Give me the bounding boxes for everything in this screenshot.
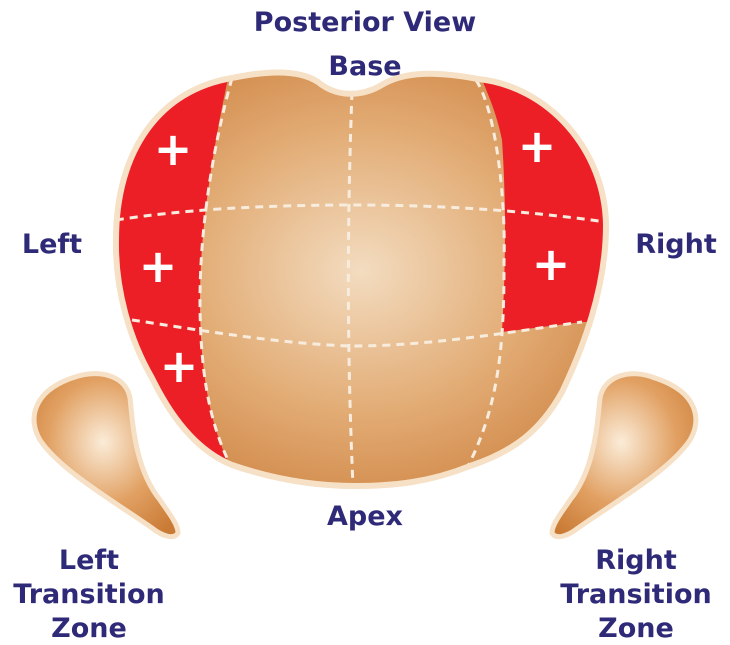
right-upper-positive-marker: + <box>518 119 557 173</box>
base-label: Base <box>0 50 730 84</box>
left-tz-line-2: Transition <box>0 578 178 612</box>
apex-label: Apex <box>0 500 730 534</box>
right-tz-line-1: Right <box>548 544 724 578</box>
left-middle-positive-marker: + <box>139 239 178 293</box>
left-side-label: Left <box>12 228 92 262</box>
left-upper-positive-marker: + <box>154 122 193 176</box>
right-transition-zone-label: Right Transition Zone <box>548 544 724 645</box>
right-tz-line-3: Zone <box>548 612 724 645</box>
left-transition-zone-label: Left Transition Zone <box>0 544 178 645</box>
left-lower-positive-marker: + <box>160 339 199 393</box>
right-side-label: Right <box>628 228 724 262</box>
left-tz-line-1: Left <box>0 544 178 578</box>
left-tz-line-3: Zone <box>0 612 178 645</box>
right-middle-positive-marker: + <box>532 237 571 291</box>
right-tz-line-2: Transition <box>548 578 724 612</box>
view-title: Posterior View <box>0 6 730 40</box>
